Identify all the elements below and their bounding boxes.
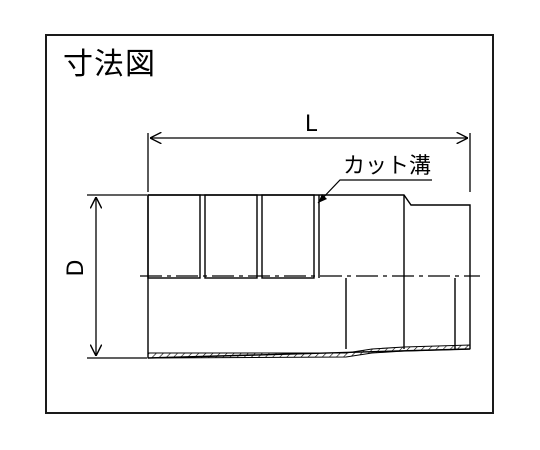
groove-band-1: [147, 194, 201, 279]
groove-callout: カット溝: [317, 154, 432, 204]
length-label: L: [305, 112, 318, 137]
groove-band-3: [261, 194, 315, 279]
diameter-dimension: D: [64, 194, 147, 359]
wall-section-hatch: [147, 344, 471, 359]
groove-label: カット溝: [343, 154, 431, 179]
length-dimension: L: [147, 112, 471, 192]
cut-grooves: [147, 194, 320, 279]
diameter-label: D: [64, 260, 89, 277]
diagram-title: 寸法図: [63, 47, 156, 82]
groove-band-2: [204, 194, 258, 279]
